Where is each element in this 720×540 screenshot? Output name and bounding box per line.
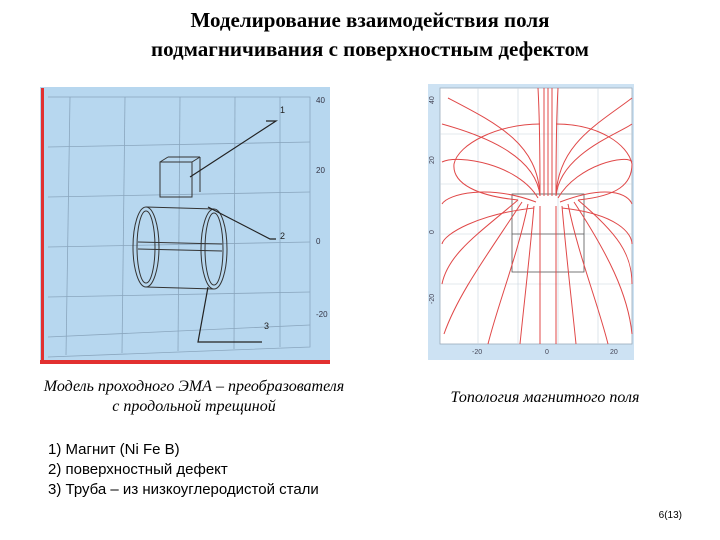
field-y-tick: 20 (429, 156, 436, 164)
model-background (40, 87, 330, 364)
note-item: 1) Магнит (Ni Fe B) (48, 441, 180, 458)
model-axis-label: 0 (316, 237, 321, 246)
model-left-border (41, 88, 44, 363)
model-axis-label: -20 (316, 310, 328, 319)
note-item: 2) поверхностный дефект (48, 461, 228, 478)
field-x-tick: -20 (472, 349, 482, 356)
magnet-assembly (132, 156, 228, 290)
caption-model-line-1: Модель проходного ЭМА – преобразователя (43, 378, 345, 395)
field-x-tick: 0 (545, 349, 549, 356)
model-axis-label: 40 (316, 96, 325, 105)
page-number: 6(13) (658, 510, 682, 521)
field-lines (441, 87, 633, 345)
title-line-2: подмагничивания с поверхностным дефектом (151, 37, 589, 61)
caption-field: Топология магнитного поля (450, 389, 640, 406)
title-line-1: Моделирование взаимодействия поля (190, 8, 550, 32)
callout-2: 2 (280, 231, 285, 241)
notes-list: 1) Магнит (Ni Fe B) 2) поверхностный деф… (48, 440, 319, 500)
field-topology-figure: 40 20 0 -20 -20 0 20 (428, 84, 634, 360)
field-x-tick: 20 (610, 349, 618, 356)
caption-model: Модель проходного ЭМА – преобразователя … (18, 377, 370, 417)
model-axis-label: 20 (316, 166, 325, 175)
field-y-tick: -20 (429, 294, 436, 304)
model-bottom-border (40, 360, 330, 364)
ema-model-figure: 1 2 3 40 20 0 -20 (40, 87, 330, 364)
callout-leaders (189, 120, 279, 343)
slide-title: Моделирование взаимодействия поля подмаг… (60, 6, 680, 64)
callout-1: 1 (280, 105, 285, 115)
callout-3: 3 (264, 321, 269, 331)
field-y-tick: 0 (429, 230, 436, 234)
field-y-tick: 40 (429, 96, 436, 104)
caption-model-line-2: с продольной трещиной (112, 398, 276, 415)
model-grid (47, 96, 311, 358)
field-plot-area (439, 87, 633, 345)
note-item: 3) Труба – из низкоуглеродистой стали (48, 481, 319, 498)
